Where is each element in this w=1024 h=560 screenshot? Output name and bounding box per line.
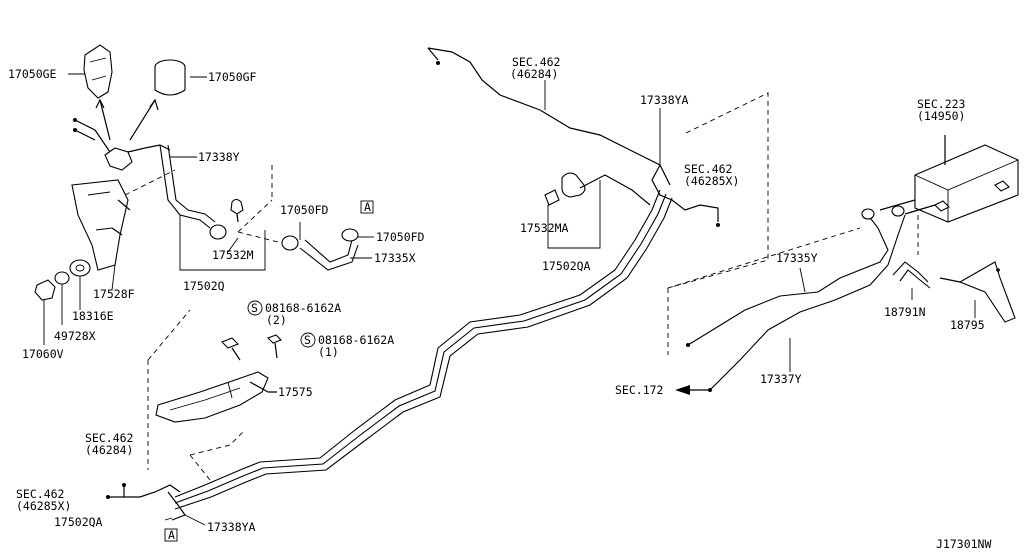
label-17575: 17575 [278, 385, 313, 399]
label-18791n: 18791N [884, 305, 926, 319]
label-18795: 18795 [950, 318, 985, 332]
hose-18791n [892, 261, 931, 289]
label-46285x-right: (46285X) [684, 174, 739, 188]
label-08168-6162a-1: 08168-6162A [318, 333, 394, 347]
ref-box-a-bottom [164, 528, 178, 542]
label-qty-1: (1) [318, 345, 339, 359]
part-17050gf [154, 59, 186, 96]
label-17338y: 17338Y [198, 150, 240, 164]
vapor-tube-17335y [687, 214, 889, 346]
leader-lines [43, 73, 976, 526]
ref-box-a-top [360, 200, 374, 214]
label-qty-2: (2) [266, 313, 287, 327]
label-17502qa-upper: 17502QA [542, 259, 591, 273]
label-sec172: SEC.172 [615, 383, 663, 397]
label-17335y: 17335Y [776, 251, 818, 265]
ring-49728x [54, 271, 70, 285]
label-17532m: 17532M [212, 248, 254, 262]
label-sec462-top: SEC.462 [512, 55, 560, 69]
clip-17532ma [544, 172, 651, 206]
main-tube-bundle [174, 189, 673, 510]
sec462-lower-line [123, 484, 181, 498]
clamp-17050fd-1 [281, 235, 299, 251]
bolt-08168-2 [221, 337, 241, 361]
label-18316e: 18316E [72, 309, 114, 323]
label-49728x: 49728X [54, 329, 96, 343]
label-sec223: SEC.223 [917, 97, 966, 111]
s-symbol-1 [247, 300, 263, 316]
label-17338ya-lower: 17338YA [207, 520, 256, 534]
part-17050ge [83, 44, 113, 99]
s-mark-2: S [304, 333, 311, 347]
label-17338ya-upper: 17338YA [640, 93, 689, 107]
label-46284-lower: (46284) [85, 443, 133, 457]
sec462-upper-line [427, 47, 671, 186]
label-17528f: 17528F [93, 287, 135, 301]
clip-17338ya-upper [651, 164, 719, 222]
label-sec462-left: SEC.462 [16, 487, 64, 501]
protector-17575 [155, 371, 269, 423]
bolt-08168-1 [267, 334, 282, 359]
filler-assembly [73, 118, 171, 171]
label-17050fd-2: 17050FD [376, 230, 425, 244]
label-17050ge: 17050GE [8, 67, 57, 81]
label-sec462-lower: SEC.462 [85, 431, 133, 445]
hose-17335x [299, 239, 359, 271]
label-17335x: 17335X [374, 251, 416, 265]
ref-a-bottom-letter: A [168, 528, 175, 542]
label-sec462-right: SEC.462 [684, 162, 732, 176]
diagram-code: J17301NW [936, 537, 991, 551]
label-17532ma: 17532MA [520, 221, 569, 235]
label-17050gf: 17050GF [208, 70, 257, 84]
label-17337y: 17337Y [760, 372, 802, 386]
label-17502q: 17502Q [183, 279, 225, 293]
label-17060v: 17060V [22, 347, 64, 361]
s-symbol-2 [300, 332, 316, 348]
label-14950: (14950) [917, 109, 965, 123]
bracket-17528f [71, 179, 131, 271]
line-end-dot [436, 61, 440, 65]
label-46285x-left: (46285X) [16, 499, 71, 513]
s-mark-1: S [251, 301, 258, 315]
grommet-18316e [69, 259, 91, 277]
label-08168-6162a-2: 08168-6162A [265, 301, 341, 315]
canister-14950 [914, 144, 1019, 223]
clamp-17050fd-2 [341, 228, 359, 242]
clamp-17532m [209, 198, 244, 240]
bracket-18795 [939, 261, 1016, 323]
vapor-tube-17337y [709, 214, 906, 391]
clamp-right [861, 199, 936, 220]
label-17050fd-1: 17050FD [280, 203, 329, 217]
cap-17060v [34, 279, 56, 301]
label-46284-top: (46284) [510, 67, 558, 81]
label-17502qa-lower: 17502QA [54, 515, 103, 529]
ref-a-top-letter: A [364, 200, 371, 214]
